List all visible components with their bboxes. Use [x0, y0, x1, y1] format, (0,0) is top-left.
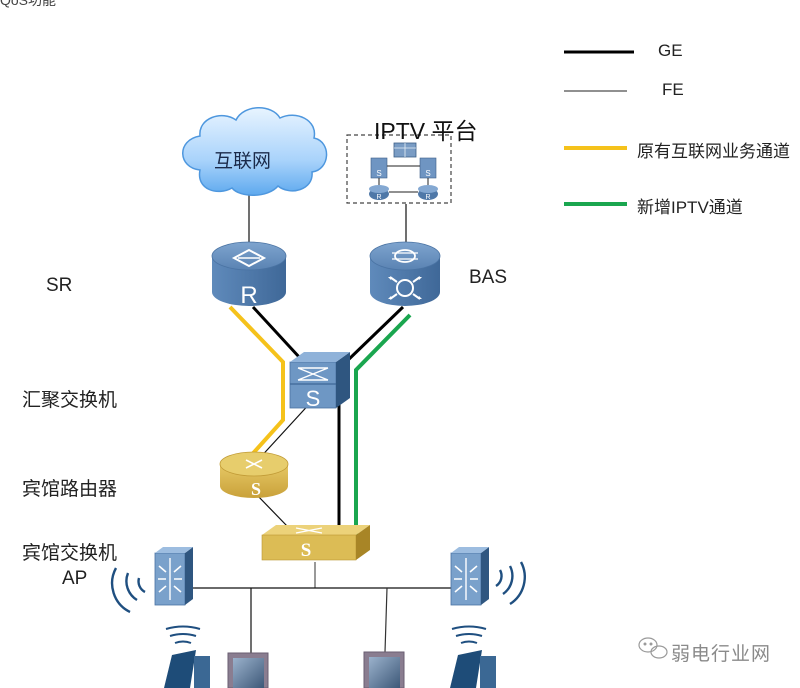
mini-router-left-icon: R	[369, 185, 389, 201]
svg-text:R: R	[240, 282, 257, 309]
svg-text:S: S	[306, 386, 321, 411]
ap-right-icon	[450, 547, 489, 606]
wifi-waves-right-icon	[495, 561, 526, 606]
iptv-platform-label: IPTV 平台	[374, 118, 478, 144]
monitor-right-icon	[363, 651, 405, 688]
bas-icon	[369, 241, 441, 306]
svg-text:S: S	[251, 479, 261, 499]
iptv-channel-path	[354, 313, 412, 557]
server-icon	[393, 142, 417, 158]
legend-label-fe: FE	[662, 80, 684, 99]
mini-router-right-icon: R	[418, 185, 438, 201]
aggregation-switch-icon: S	[289, 352, 350, 411]
internet-label: 互联网	[214, 151, 272, 172]
cloud-icon	[182, 107, 328, 196]
wireless-pc-left-icon	[164, 625, 210, 688]
link-sr-agg-ge	[251, 305, 302, 360]
cut-off-header-text: QoS功能	[0, 0, 57, 8]
svg-text:S: S	[301, 540, 312, 561]
legend-label-internet-channel: 原有互联网业务通道	[637, 142, 790, 161]
watermark-text: 弱电行业网	[671, 644, 772, 665]
iptv-platform-box: S S R R	[346, 134, 452, 204]
wifi-waves-left-icon	[110, 567, 146, 614]
monitor-left-icon	[227, 652, 269, 688]
hotel-router-icon: S	[219, 451, 289, 499]
mini-switch-right-icon: S	[419, 157, 437, 179]
svg-text:S: S	[425, 169, 430, 178]
link-bas-agg-ge	[344, 305, 405, 364]
sr-router-icon: R	[211, 241, 287, 309]
hotel-router-label: 宾馆路由器	[22, 479, 118, 500]
internet-channel-path	[228, 305, 285, 472]
hotel-switch-icon: S	[261, 525, 370, 561]
wechat-icon	[638, 637, 668, 659]
mini-switch-left-icon: S	[370, 157, 388, 179]
svg-text:R: R	[376, 194, 381, 201]
wireless-pc-right-icon	[450, 625, 496, 688]
legend-label-iptv-channel: 新增IPTV通道	[637, 198, 743, 217]
hotel-switch-label: 宾馆交换机	[22, 543, 118, 564]
legend-label-ge: GE	[658, 41, 683, 60]
aggregation-switch-label: 汇聚交换机	[22, 390, 118, 411]
ap-left-icon	[154, 547, 193, 606]
link-hotelrouter-hotelswitch-fe	[255, 493, 289, 528]
link-bus-pc-right	[384, 587, 388, 653]
sr-label: SR	[46, 275, 73, 296]
link-agg-hotelrouter-fe	[256, 399, 314, 462]
svg-text:S: S	[376, 169, 381, 178]
svg-text:R: R	[425, 194, 430, 201]
ap-label: AP	[62, 568, 88, 589]
bas-label: BAS	[469, 267, 508, 288]
